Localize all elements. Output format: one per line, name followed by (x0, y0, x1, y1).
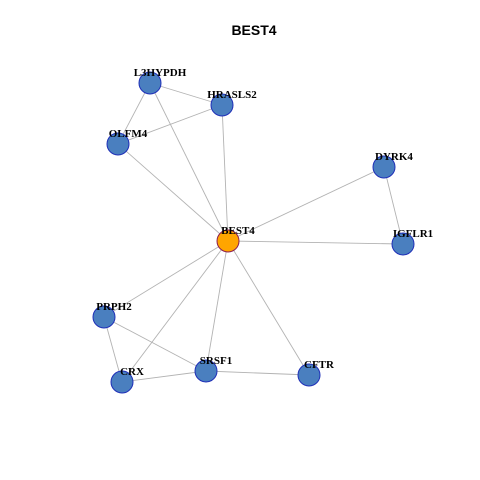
edge-best4-igflr1 (227, 240, 404, 245)
node-l3hypdh (138, 71, 162, 95)
edge-best4-prph2 (103, 240, 229, 318)
edge-srsf1-cftr (205, 370, 310, 376)
edge-best4-hrasls2 (221, 104, 229, 242)
edge-best4-srsf1 (205, 240, 229, 372)
node-prph2 (92, 305, 116, 329)
edge-best4-dyrk4 (227, 166, 385, 242)
node-label-srsf1: SRSF1 (200, 355, 232, 367)
node-srsf1 (194, 359, 218, 383)
node-label-dyrk4: DYRK4 (375, 151, 413, 163)
labels-layer: BEST4 L3HYPDH HRASLS2OLFM4DYRK4IGFLR1PRPH2… (96, 67, 433, 378)
node-crx (110, 370, 134, 394)
node-hrasls2 (210, 93, 234, 117)
edge-best4-cftr (227, 240, 310, 376)
node-label-best4: BEST4 (221, 225, 255, 237)
edge-best4-l3hypdh (149, 82, 229, 242)
node-olfm4 (106, 132, 130, 156)
node-cftr (297, 363, 321, 387)
edge-hrasls2-olfm4 (117, 104, 223, 145)
node-label-igflr1: IGFLR1 (393, 228, 433, 240)
node-label-cftr: CFTR (304, 359, 335, 371)
diagram-title: BEST4 (231, 22, 276, 38)
node-label-crx: CRX (120, 366, 144, 378)
node-label-olfm4: OLFM4 (109, 128, 148, 140)
edge-best4-olfm4 (117, 143, 229, 242)
edge-dyrk4-igflr1 (383, 166, 404, 245)
edge-crx-srsf1 (121, 370, 207, 383)
edge-l3hypdh-hrasls2 (149, 82, 223, 106)
node-best4 (216, 229, 240, 253)
node-igflr1 (391, 232, 415, 256)
node-label-hrasls2: HRASLS2 (207, 89, 257, 101)
edge-prph2-srsf1 (103, 316, 207, 372)
node-label-l3hypdh: L3HYPDH (134, 67, 187, 79)
nodes-layer (92, 71, 415, 394)
node-label-prph2: PRPH2 (96, 301, 132, 313)
node-dyrk4 (372, 155, 396, 179)
edge-best4-crx (121, 240, 229, 383)
